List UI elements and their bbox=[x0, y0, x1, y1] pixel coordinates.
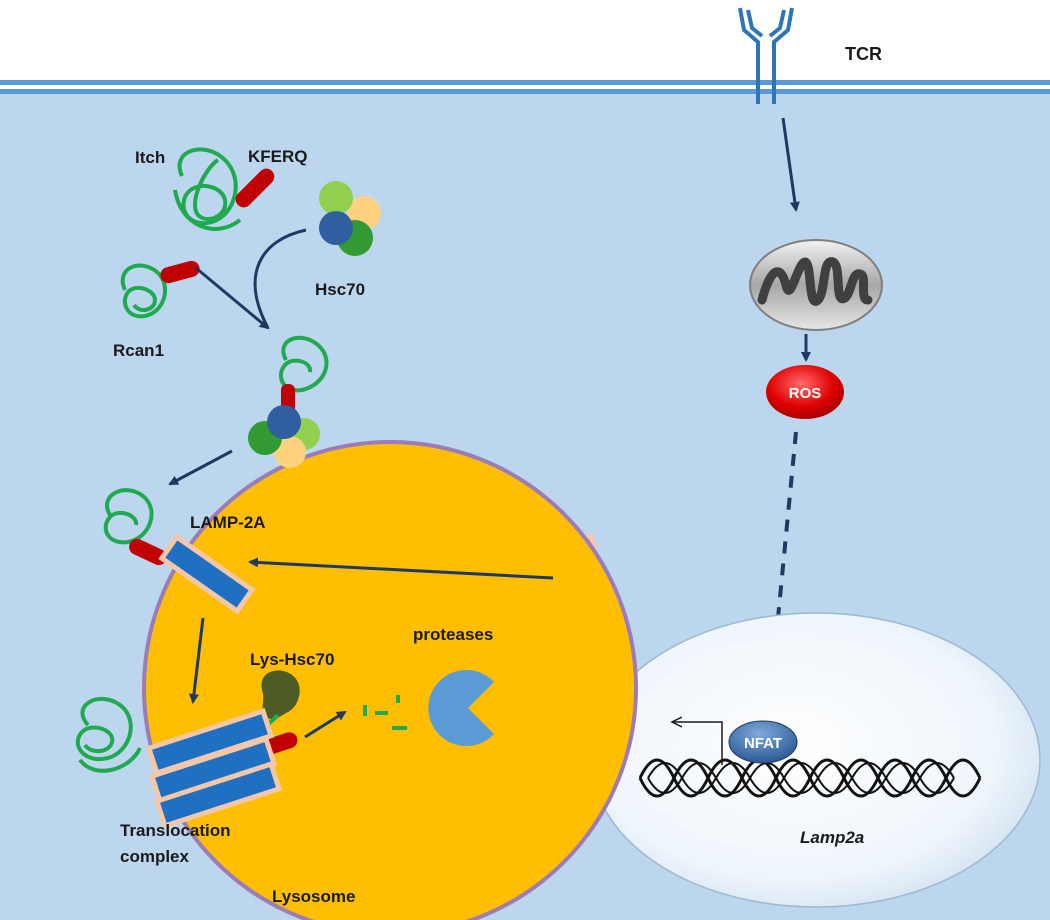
rcan1-kferq-motif bbox=[160, 260, 200, 284]
nfat-factor: NFAT bbox=[728, 720, 798, 764]
itch-label: Itch bbox=[135, 148, 165, 167]
arrow-trafficking-to-lamp2a bbox=[248, 557, 554, 580]
ros-label: ROS bbox=[789, 385, 822, 402]
hsc70-protein bbox=[319, 181, 381, 256]
protease-enzyme bbox=[428, 670, 494, 746]
tcr-label: TCR bbox=[845, 44, 882, 64]
translocation-label-line1: Translocation bbox=[120, 821, 231, 840]
substrate-at-lamp2a bbox=[103, 488, 167, 566]
itch-kferq-motif bbox=[235, 168, 275, 208]
ros-node: ROS bbox=[766, 365, 844, 419]
lamp2a-receptor bbox=[158, 533, 256, 615]
kferq-label: KFERQ bbox=[248, 147, 308, 166]
lys-hsc70-protein bbox=[261, 670, 300, 720]
lamp2a-gene-label: Lamp2a bbox=[800, 828, 864, 847]
rcan1-protein bbox=[120, 263, 167, 319]
arrow-complex-to-lamp2a bbox=[168, 449, 233, 486]
mitochondrion bbox=[749, 239, 883, 331]
translocation-label-line2: complex bbox=[120, 847, 190, 866]
tcr-receptor bbox=[738, 7, 794, 104]
substrate-hsc70-complex bbox=[248, 335, 329, 468]
lysosome-label: Lysosome bbox=[272, 887, 355, 906]
hsc70-label: Hsc70 bbox=[315, 280, 365, 299]
lys-hsc70-label: Lys-Hsc70 bbox=[250, 650, 334, 669]
curved-arrow-binding bbox=[253, 228, 307, 329]
arrow-tcr-to-mitochondrion bbox=[781, 117, 800, 212]
dna-helix bbox=[638, 758, 982, 798]
itch-protein bbox=[173, 147, 242, 231]
lamp2a-label: LAMP-2A bbox=[190, 513, 266, 532]
nfat-label: NFAT bbox=[744, 735, 782, 752]
rcan1-label: Rcan1 bbox=[113, 341, 164, 360]
arrow-to-complex bbox=[195, 266, 270, 330]
arrow-lamp2a-to-translocation bbox=[188, 617, 205, 704]
peptide-fragments bbox=[363, 695, 407, 730]
translocation-complex bbox=[75, 696, 298, 830]
proteases-label: proteases bbox=[413, 625, 493, 644]
arrow-to-degradation bbox=[304, 710, 347, 739]
transcription-arrow bbox=[672, 722, 723, 765]
plasma-membrane bbox=[0, 80, 1050, 94]
